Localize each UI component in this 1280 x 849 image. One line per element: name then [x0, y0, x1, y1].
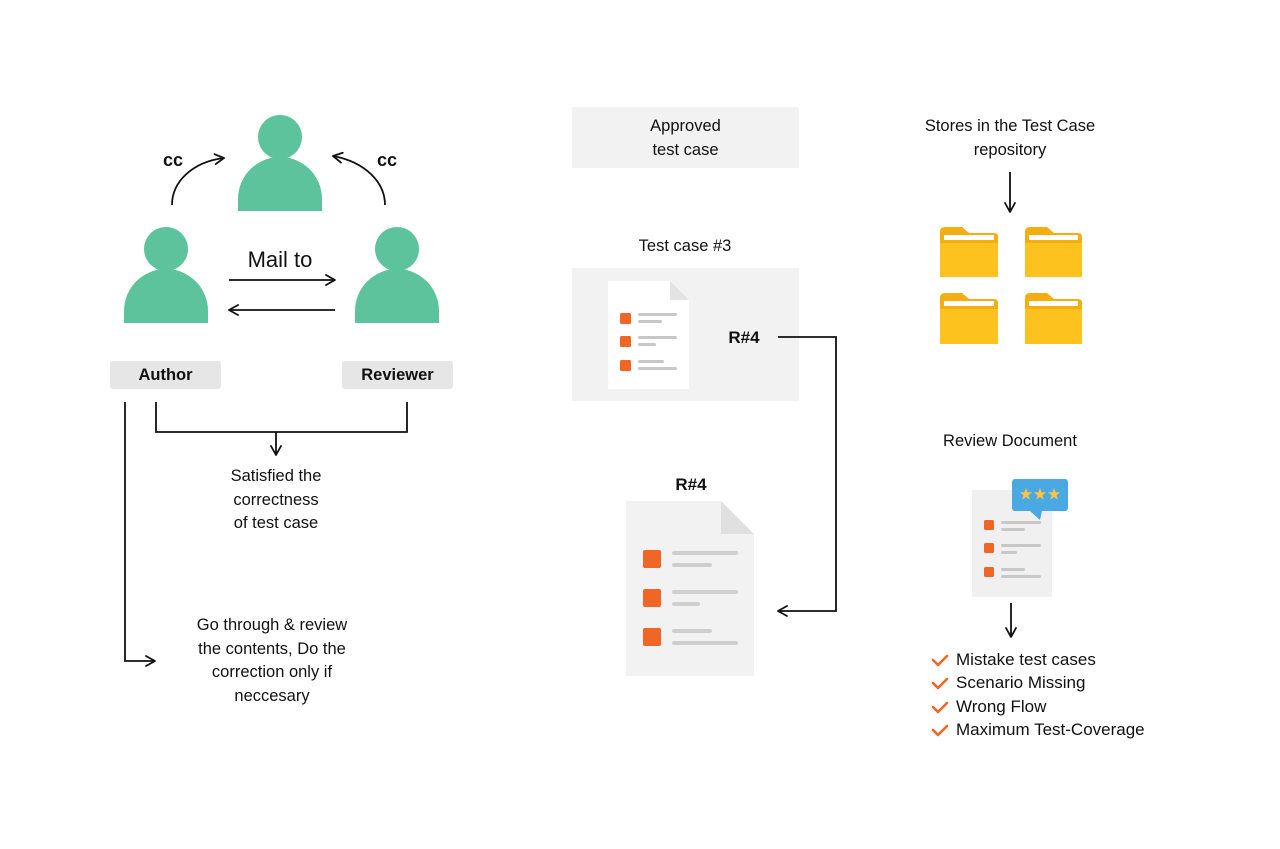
- satisfied-text: Satisfied the correctness of test case: [230, 467, 322, 532]
- r4-inline-label: R#4: [728, 328, 760, 347]
- test-case-document-icon: [608, 281, 689, 389]
- review-document-icon: [972, 490, 1052, 597]
- rating-badge-icon: [1012, 479, 1068, 520]
- author-label: Author: [110, 361, 221, 389]
- checklist-item: Mistake test cases: [930, 648, 1145, 672]
- satisfied-bracket: [155, 402, 408, 433]
- checklist-label: Scenario Missing: [956, 673, 1086, 693]
- go-through-arrow: [124, 402, 156, 667]
- r4-document-title: R#4: [675, 475, 707, 494]
- r4-connector-arrow: [777, 336, 837, 617]
- cc-right-label: cc: [376, 150, 398, 170]
- r4-document-icon: [626, 501, 754, 676]
- cc-left-arrow: [171, 153, 225, 206]
- cc-right-arrow: [332, 151, 386, 206]
- approved-card: [572, 107, 799, 168]
- check-icon: [931, 701, 949, 714]
- folder-icon: [940, 293, 998, 344]
- checklist-label: Maximum Test-Coverage: [956, 720, 1145, 740]
- author-person-icon: [124, 227, 208, 323]
- go-through-text: Go through & review the contents, Do the…: [196, 616, 348, 705]
- review-checklist: Mistake test cases Scenario Missing Wron…: [930, 648, 1145, 742]
- cc-person-icon: [238, 115, 322, 211]
- cc-left-label: cc: [162, 150, 184, 170]
- checklist-item: Maximum Test-Coverage: [930, 719, 1145, 743]
- folder-icon: [940, 227, 998, 277]
- checklist-label: Wrong Flow: [956, 696, 1047, 716]
- checklist-item: Scenario Missing: [930, 672, 1145, 696]
- review-document-title: Review Document: [943, 432, 1077, 450]
- reviewer-person-icon: [355, 227, 439, 323]
- check-icon: [931, 724, 949, 737]
- reviewer-label: Reviewer: [342, 361, 453, 389]
- stores-repository-text: Stores in the Test Case repository: [924, 117, 1096, 159]
- test-case-title: Test case #3: [638, 237, 732, 255]
- check-icon: [931, 677, 949, 690]
- check-icon: [931, 654, 949, 667]
- folder-icon: [1025, 293, 1082, 344]
- approved-test-case-label: Approved test case: [650, 117, 721, 159]
- checklist-item: Wrong Flow: [930, 695, 1145, 719]
- checklist-label: Mistake test cases: [956, 649, 1096, 669]
- mail-to-label: Mail to: [247, 247, 313, 272]
- folder-icon: [1025, 227, 1082, 277]
